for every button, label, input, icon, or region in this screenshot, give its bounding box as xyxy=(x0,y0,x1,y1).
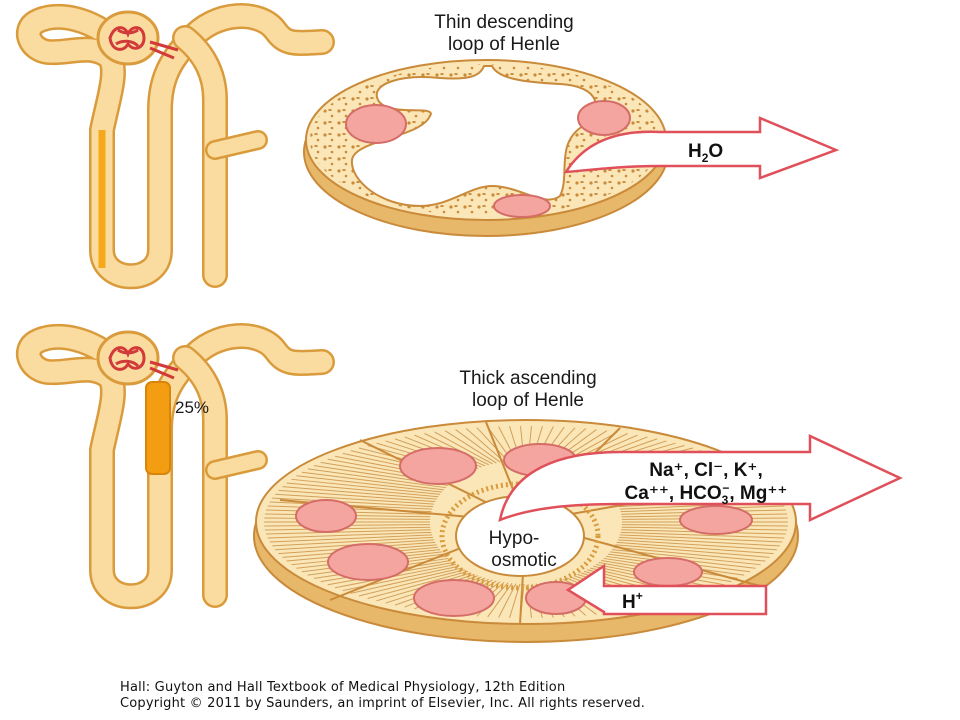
h2o-transport-arrow: H2O xyxy=(563,116,840,180)
panel-title-thick-line2: loop of Henle xyxy=(472,390,584,411)
striation-line xyxy=(498,583,517,618)
striation-line xyxy=(296,475,442,493)
striation-line xyxy=(434,431,493,465)
caption-line1: Hall: Guyton and Hall Textbook of Medica… xyxy=(120,680,566,695)
striation-line xyxy=(618,536,780,547)
nucleus xyxy=(679,505,753,535)
striation-line xyxy=(350,567,462,594)
nephron-schematic-bottom xyxy=(15,323,335,610)
nucleus xyxy=(399,447,477,485)
h2o-label: H xyxy=(688,141,702,162)
striation-line xyxy=(619,534,783,543)
nucleus xyxy=(345,104,407,144)
striation-line xyxy=(615,544,770,558)
panel-title-thick-line1: Thick ascending xyxy=(459,368,596,389)
nucleus xyxy=(413,579,495,617)
caption-line2: Copyright © 2011 by Saunders, an imprint… xyxy=(120,696,646,711)
striation-line xyxy=(291,478,441,495)
h-plus-label: H xyxy=(622,592,636,613)
svg-text:H+: H+ xyxy=(622,589,643,613)
striation-line xyxy=(272,497,434,508)
h-plus-influx-arrow: H+ xyxy=(565,563,768,616)
striation-line xyxy=(465,428,505,463)
panel-title-thin-line2: loop of Henle xyxy=(448,34,560,55)
lumen-label-line2: osmotic xyxy=(491,550,556,571)
striation-line xyxy=(358,569,465,597)
striation-line xyxy=(269,534,433,543)
thick-ascending-highlight xyxy=(145,381,171,475)
striation-line xyxy=(266,529,431,535)
nephron-schematic-top xyxy=(15,3,335,290)
striation-line xyxy=(307,468,447,489)
panel-title-thin-line1: Thin descending xyxy=(434,12,573,33)
ion-label-line1: Na⁺, Cl⁻, K⁺, xyxy=(649,460,763,481)
striation-line xyxy=(613,546,766,562)
striation-line xyxy=(424,433,490,466)
striation-line xyxy=(264,526,431,531)
svg-text:Ca⁺⁺, HCO3−, Mg⁺⁺: Ca⁺⁺, HCO3−, Mg⁺⁺ xyxy=(625,481,788,507)
lumen-label-line1: Hypo- xyxy=(489,528,540,549)
striation-line xyxy=(267,531,432,539)
nucleus xyxy=(295,499,357,533)
ion-label-line2: Ca⁺⁺, HCO xyxy=(625,483,722,504)
ion-efflux-arrow: Na⁺, Cl⁻, K⁺, Ca⁺⁺, HCO3−, Mg⁺⁺ xyxy=(498,434,903,523)
striation-line xyxy=(282,486,437,500)
striation-line xyxy=(367,570,469,599)
nucleus xyxy=(327,543,409,581)
striation-line xyxy=(272,536,434,547)
tubule-path xyxy=(15,3,335,290)
striation-line xyxy=(278,489,436,503)
nucleus xyxy=(633,557,703,587)
striation-line xyxy=(620,531,785,539)
figure-caption: Hall: Guyton and Hall Textbook of Medica… xyxy=(120,680,645,712)
thin-limb-cross-section xyxy=(303,59,669,237)
glomerulus-icon xyxy=(96,10,179,66)
striation-line xyxy=(617,539,777,551)
striation-line xyxy=(301,471,444,491)
nucleus xyxy=(493,194,551,218)
striation-line xyxy=(455,429,501,463)
striation-line xyxy=(286,482,439,498)
striation-line xyxy=(275,493,435,505)
percent-label: 25% xyxy=(175,398,209,417)
striation-line xyxy=(444,430,497,464)
svg-text:H2O: H2O xyxy=(688,141,723,165)
glomerulus-icon xyxy=(96,330,179,386)
nucleus xyxy=(577,100,631,136)
striation-line xyxy=(487,583,513,618)
striation-line xyxy=(476,427,509,462)
striation-line xyxy=(509,583,521,618)
striation-line xyxy=(616,541,774,555)
